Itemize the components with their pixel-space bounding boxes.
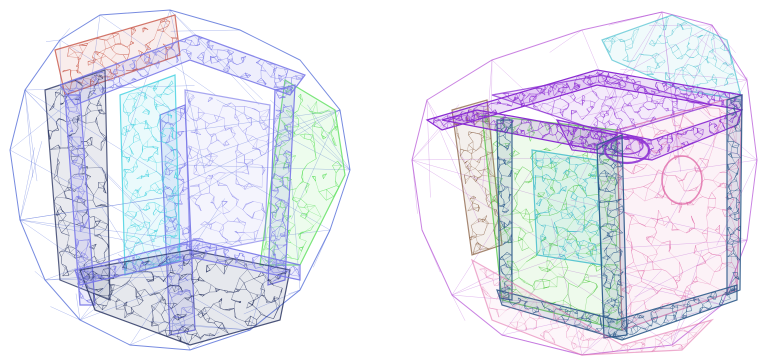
left-green-fin [259, 79, 346, 266]
right-post-left [496, 119, 513, 301]
right-post-front [596, 134, 628, 339]
right-top-deck [491, 74, 715, 136]
left-wireframe-svg [9, 9, 351, 351]
left-outer-hull [9, 9, 351, 351]
right-top-ring-inner [610, 137, 644, 155]
left-floor-frame [74, 239, 301, 286]
left-mesh-render [9, 9, 351, 351]
right-side-circle [661, 155, 703, 205]
left-side-wall [44, 69, 111, 301]
right-lower-skirt [470, 258, 715, 356]
right-top-ring [603, 135, 651, 165]
right-post-right [726, 94, 743, 296]
left-inner-cavity [184, 89, 271, 256]
left-box-post-right [267, 84, 296, 286]
left-box-post-left [64, 94, 96, 306]
left-core-column [119, 74, 181, 276]
right-side-wall [451, 99, 503, 256]
right-bottom-frame [496, 284, 738, 341]
right-wireframe-svg [411, 11, 758, 356]
left-floor [79, 249, 291, 346]
right-mesh-render [382, 0, 764, 361]
right-inner-cyan [531, 149, 603, 266]
left-box-top-frame [59, 34, 306, 106]
